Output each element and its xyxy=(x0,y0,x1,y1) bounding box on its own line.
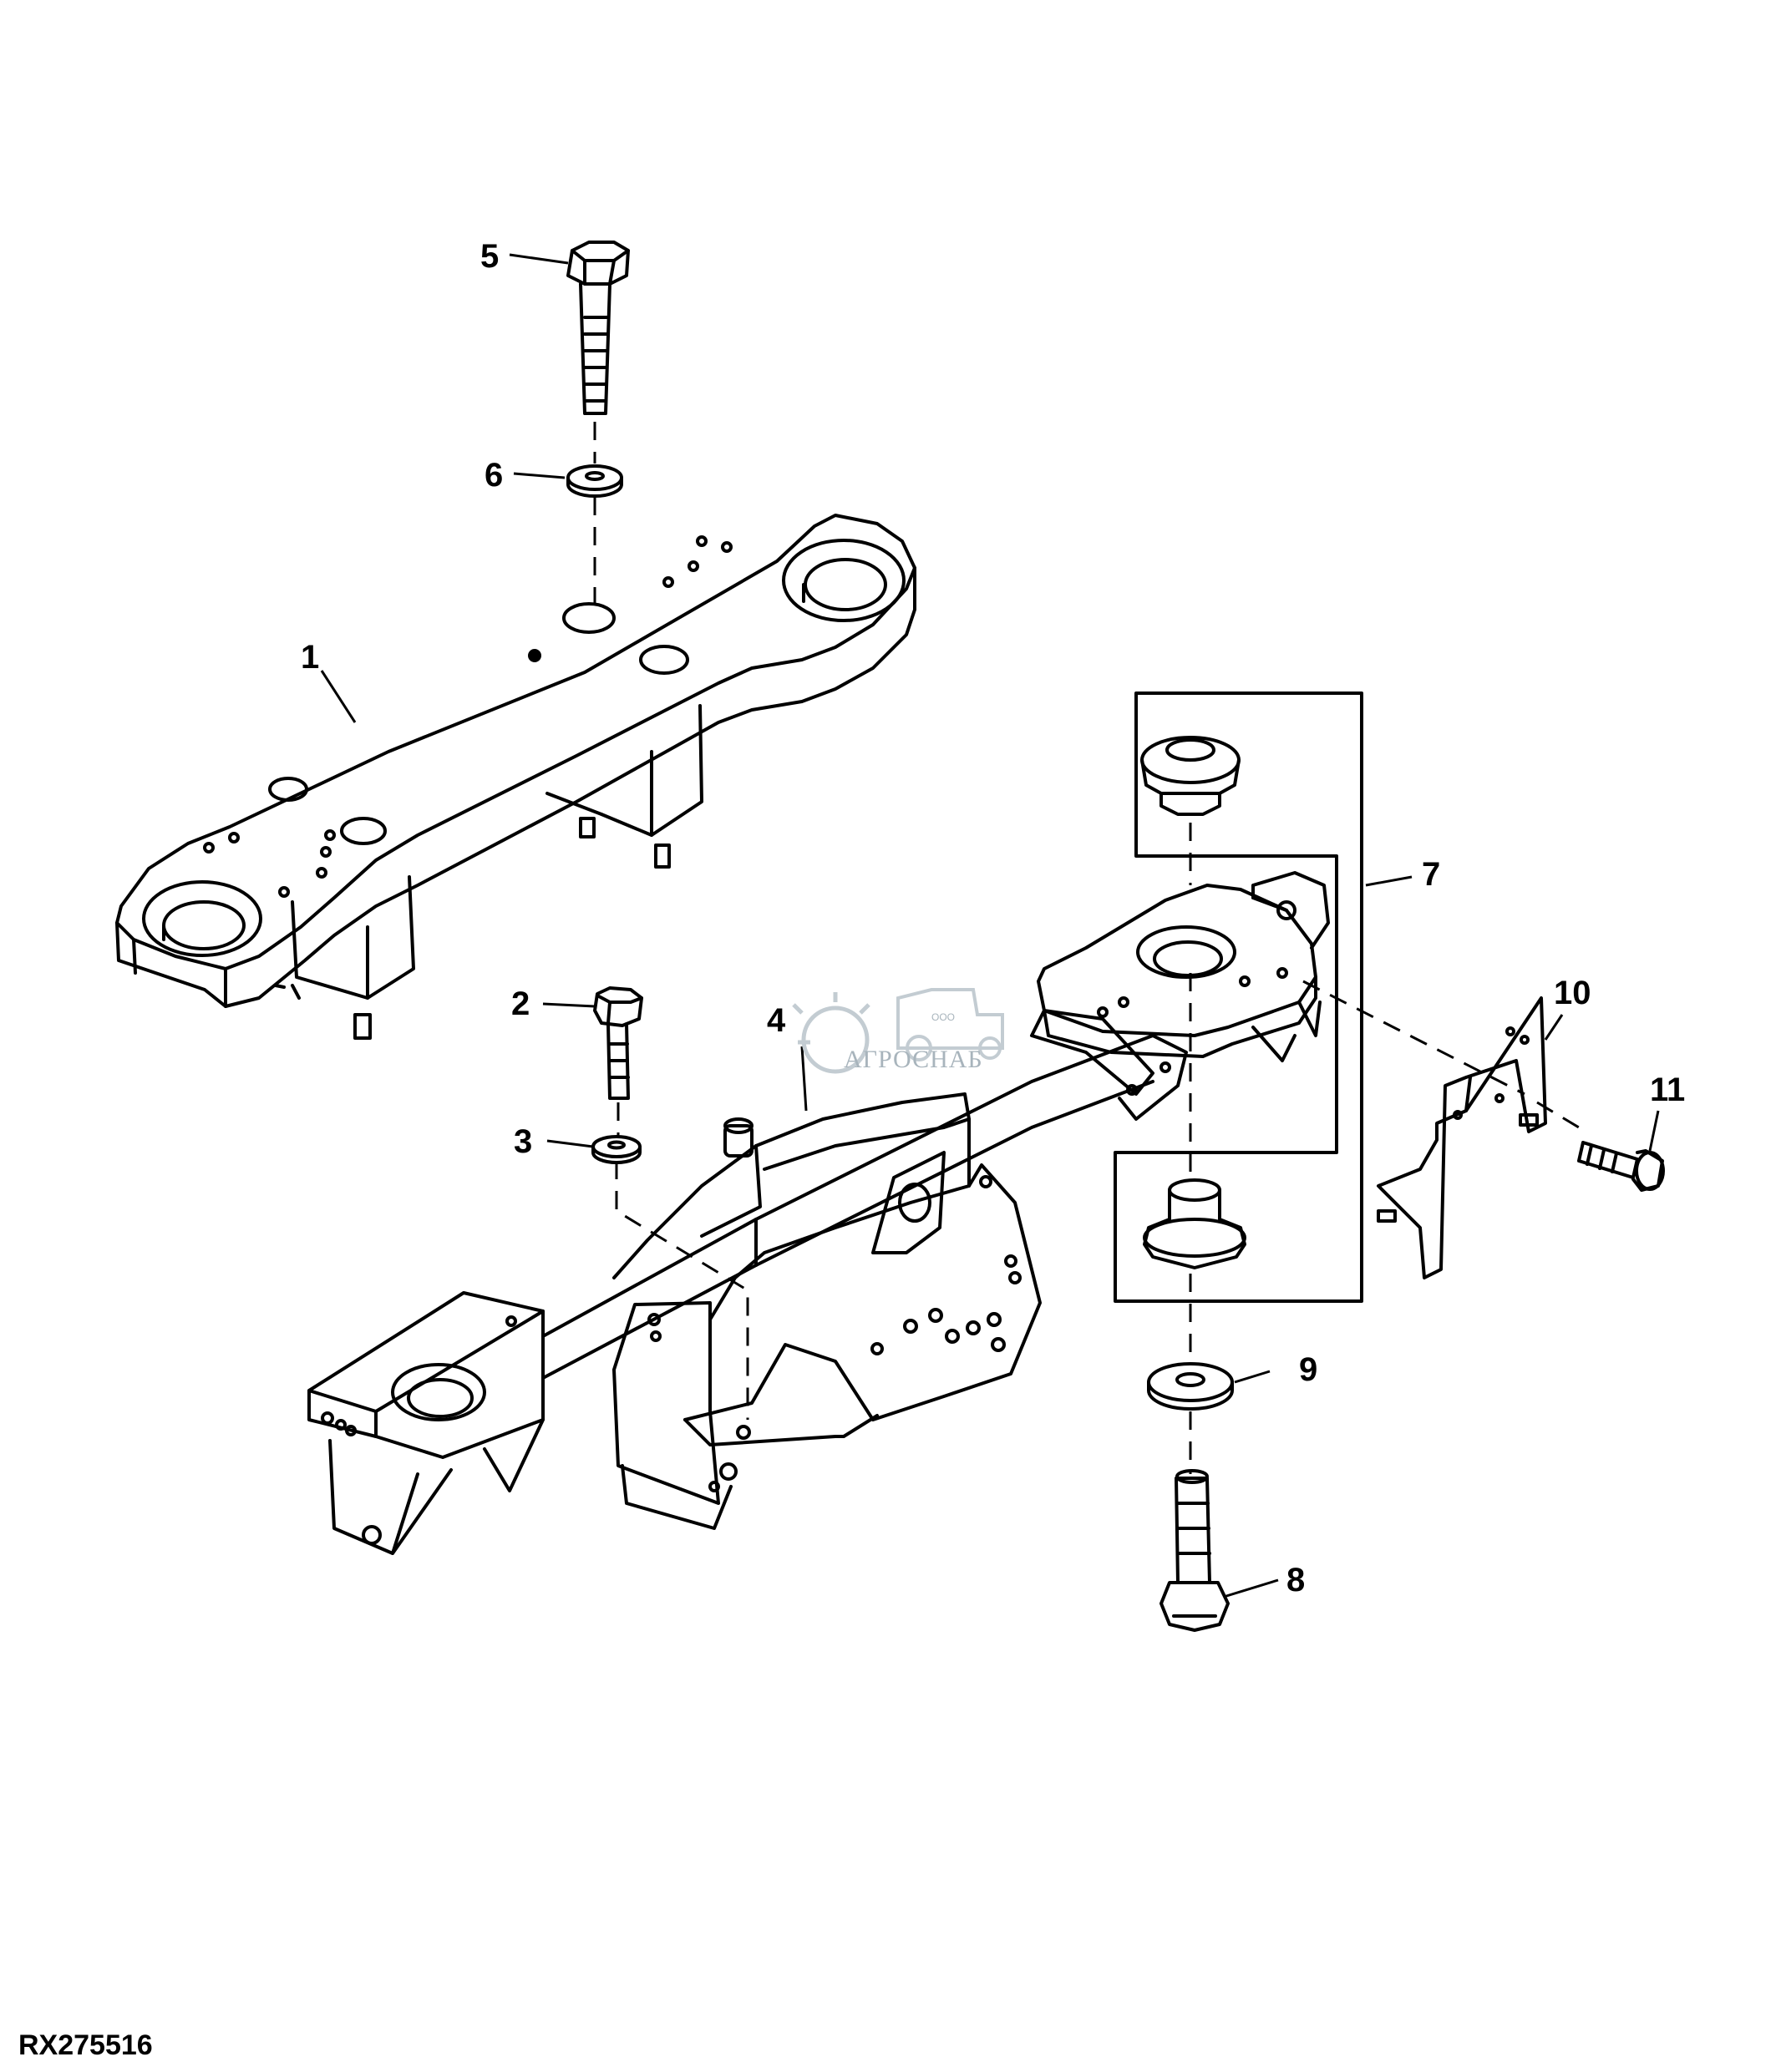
bolt-2 xyxy=(593,986,643,1100)
washer-9 xyxy=(1147,1362,1234,1411)
figure-id: RX275516 xyxy=(18,2029,153,2061)
callout-3: 3 xyxy=(514,1123,532,1160)
watermark-harvester-icon xyxy=(896,988,1004,1061)
leader-lines xyxy=(320,253,1660,1598)
callout-10: 10 xyxy=(1554,975,1591,1011)
right-mount-pad xyxy=(1037,871,1330,1062)
watermark-small-text: ООО xyxy=(931,1011,955,1023)
callout-8: 8 xyxy=(1286,1562,1305,1598)
upper-cross-member xyxy=(115,514,916,1040)
callout-1: 1 xyxy=(301,639,319,676)
washer-3 xyxy=(591,1135,642,1164)
kit-bracket-frame xyxy=(1114,692,1363,1303)
watermark-brand-text: АГРОСНАБ xyxy=(844,1046,983,1073)
callout-7: 7 xyxy=(1422,856,1440,893)
callout-2: 2 xyxy=(511,985,530,1022)
main-frame xyxy=(307,1009,1188,1555)
bolt-5 xyxy=(566,241,630,415)
bracket-10 xyxy=(1377,996,1547,1279)
washer-6 xyxy=(566,464,623,498)
watermark: ООО АГРОСНАБ xyxy=(792,988,1004,1074)
lower-isolator xyxy=(1143,1178,1246,1269)
callout-6: 6 xyxy=(485,457,503,494)
callout-9: 9 xyxy=(1299,1351,1317,1388)
callout-4: 4 xyxy=(767,1002,786,1039)
center-lines xyxy=(593,422,1580,1474)
callout-5: 5 xyxy=(480,238,499,275)
watermark-gear-icon xyxy=(792,992,870,1074)
callout-11: 11 xyxy=(1650,1071,1685,1108)
bolt-8 xyxy=(1159,1469,1230,1632)
upper-isolator xyxy=(1140,736,1241,816)
bolt-11 xyxy=(1577,1141,1665,1192)
callouts: 5 6 1 2 3 4 7 10 11 9 8 xyxy=(301,238,1685,1598)
